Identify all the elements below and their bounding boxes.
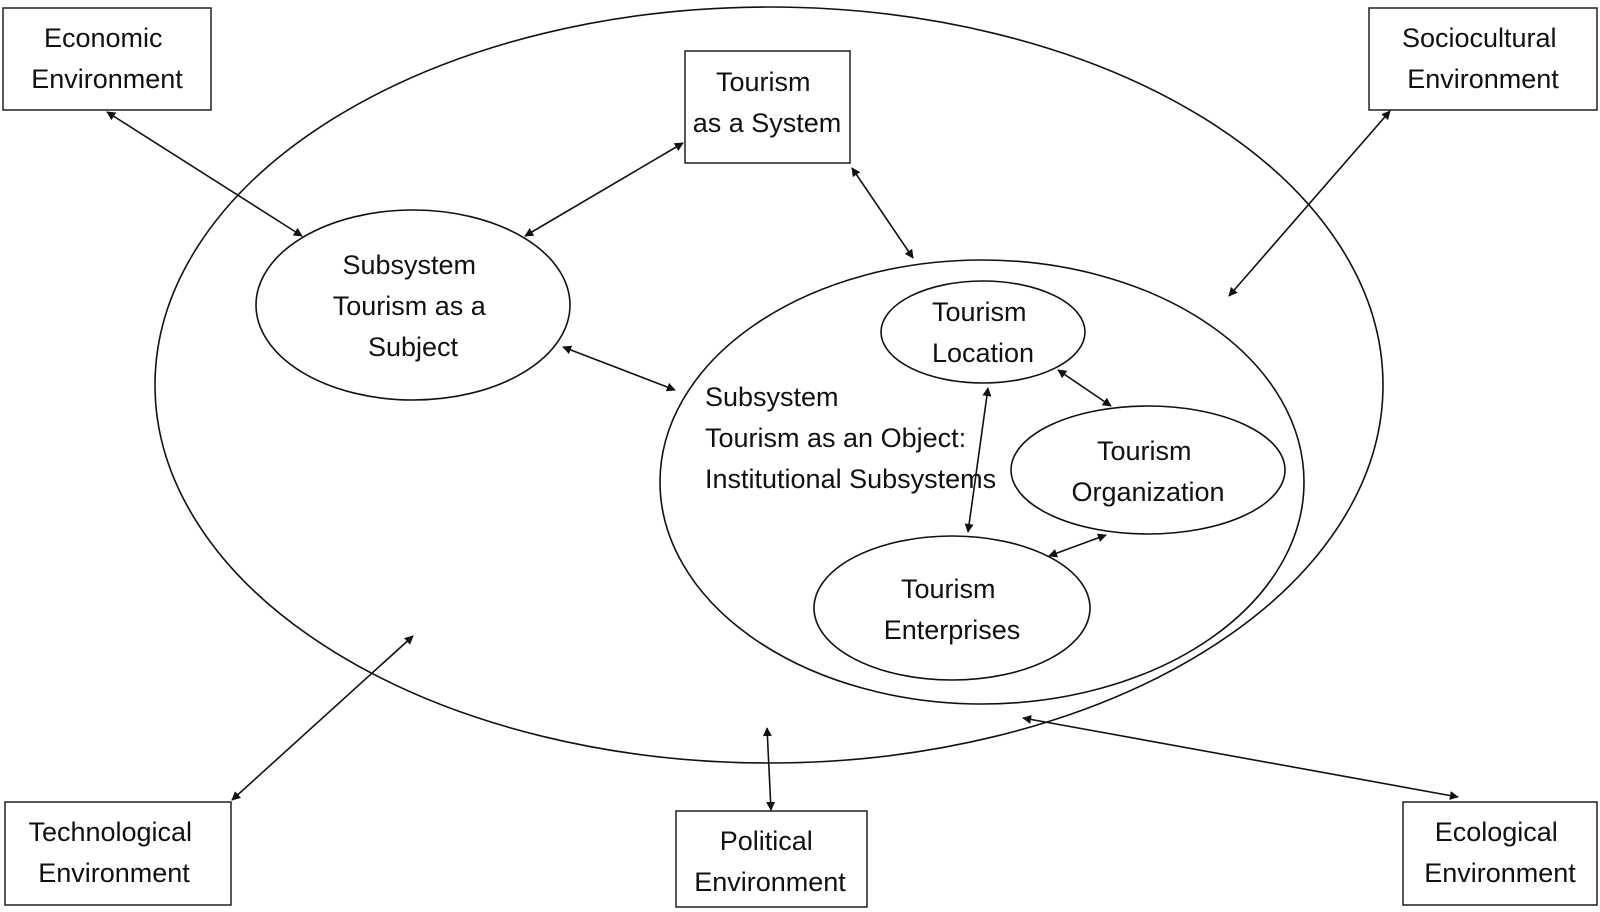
sociocultural-environment-box xyxy=(1368,7,1598,111)
economic-environment-label: Economic Environment xyxy=(31,23,183,94)
tourism-enterprises-label: Tourism Enterprises xyxy=(884,574,1021,645)
arrow-system-object xyxy=(851,167,914,259)
tourism-organization-label: Tourism Organization xyxy=(1071,436,1224,507)
political-environment-label: Political Environment xyxy=(694,826,846,897)
arrow-political-outer xyxy=(762,727,776,811)
arrow-location-enterprises xyxy=(964,387,992,533)
arrow-technological-outer xyxy=(231,635,414,801)
sociocultural-environment-label: Sociocultural Environment xyxy=(1402,23,1564,94)
arrow-subject-system xyxy=(524,142,684,237)
arrow-enterprises-organization xyxy=(1048,533,1107,558)
arrow-subject-object xyxy=(562,345,676,392)
tourism-organization-ellipse xyxy=(1010,405,1286,535)
tourism-location-ellipse xyxy=(880,280,1086,384)
arrow-ecological-outer xyxy=(1022,715,1459,800)
arrow-economic-subject xyxy=(106,111,303,237)
object-subsystem-ellipse xyxy=(659,259,1305,705)
tourism-as-system-label: Tourism as a System xyxy=(693,67,842,138)
technological-environment-label: Technological Environment xyxy=(28,817,199,888)
tourism-location-label: Tourism Location xyxy=(932,297,1034,368)
arrow-sociocultural-outer xyxy=(1228,110,1391,297)
arrow-location-organization xyxy=(1057,369,1112,407)
economic-environment-box xyxy=(2,7,212,111)
tourism-as-system-box xyxy=(684,50,851,164)
ecological-environment-label: Ecological Environment xyxy=(1424,817,1576,888)
technological-environment-box xyxy=(4,801,232,906)
tourism-enterprises-ellipse xyxy=(813,535,1091,681)
object-subsystem-label: Subsystem Tourism as an Object: Institut… xyxy=(705,382,996,494)
subject-subsystem-label: Subsystem Tourism as a Subject xyxy=(333,250,494,362)
subject-subsystem-ellipse xyxy=(255,209,571,401)
ecological-environment-box xyxy=(1402,801,1598,906)
political-environment-box xyxy=(675,810,868,908)
